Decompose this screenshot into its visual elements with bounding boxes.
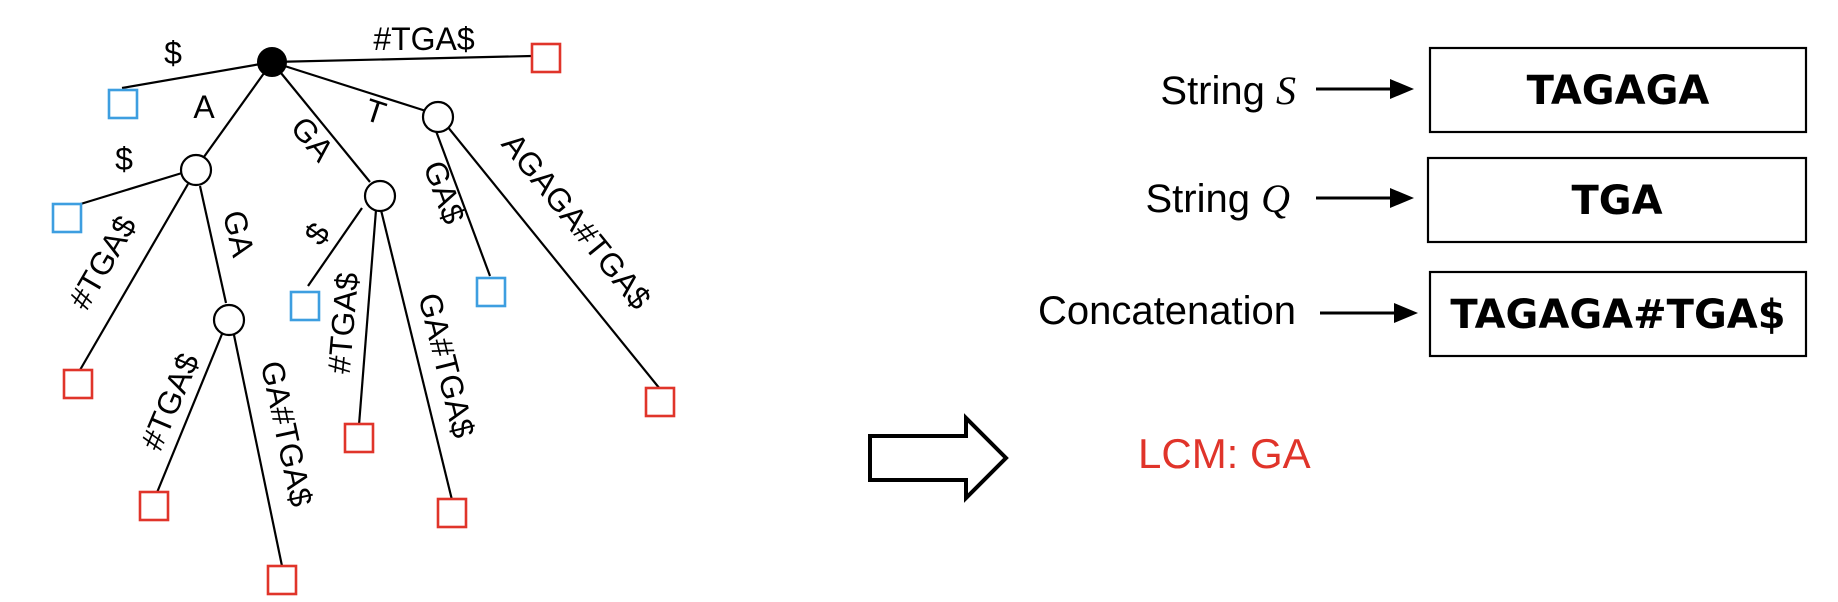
- tree-edges: [73, 54, 661, 567]
- arrow-icon: [1390, 79, 1414, 99]
- edge-label: $: [115, 141, 133, 177]
- edge-root-t: [271, 60, 427, 113]
- leaf-blue: [51, 202, 83, 234]
- edge-a-dollar: [73, 171, 183, 208]
- edge-label: GA: [216, 207, 262, 261]
- concatenation-label: Concatenation: [1038, 289, 1296, 333]
- edge-ga-dollar: [307, 207, 363, 287]
- leaf-red: [266, 564, 298, 596]
- edge-label: GA#TGA$: [411, 289, 482, 441]
- edge-label: GA#TGA$: [254, 358, 320, 510]
- arrow-icon: [1390, 188, 1414, 208]
- edge-root-tga: [271, 54, 533, 64]
- edge-root-ga: [271, 61, 371, 183]
- internal-node-a: [179, 153, 213, 187]
- edge-label: GA: [284, 110, 342, 169]
- edge-a-ga: [198, 185, 228, 304]
- edge-label: A: [193, 89, 215, 125]
- edge-label: $: [297, 216, 337, 251]
- concatenation-box: [1428, 270, 1808, 358]
- string-q-box: [1426, 156, 1808, 244]
- string-s-value: TAGAGA: [1527, 68, 1710, 114]
- string-s-label: String S: [1160, 68, 1296, 113]
- leaf-red: [62, 368, 94, 400]
- edge-label: #TGA$: [373, 21, 475, 57]
- edge-a-tga: [79, 183, 189, 371]
- edge-aga-tga: [154, 333, 224, 496]
- string-q-label: String Q: [1146, 176, 1291, 221]
- leaf-blue: [289, 290, 321, 322]
- edge-ga-tga: [357, 209, 378, 426]
- edge-aga-gatga: [232, 334, 284, 567]
- tree-nodes: [179, 47, 455, 337]
- leaf-blue: [475, 276, 507, 308]
- internal-node-aga: [212, 303, 246, 337]
- leaf-red: [530, 42, 562, 74]
- edge-label: T: [361, 91, 391, 131]
- leaf-red: [644, 386, 676, 418]
- string-panel: String S TAGAGA String Q TGA Concatenati…: [1038, 46, 1808, 358]
- right-arrow-icon: [868, 413, 1009, 503]
- concatenation-value: TAGAGA#TGA$: [1450, 292, 1785, 338]
- edge-ga-gatga: [379, 209, 454, 501]
- string-q-value: TGA: [1571, 178, 1662, 224]
- internal-node-ga: [363, 179, 397, 213]
- edge-label: GA$: [416, 156, 472, 229]
- edge-t-gadollar: [434, 130, 492, 277]
- edge-root-dollar: [121, 60, 273, 90]
- string-s-box: [1428, 46, 1808, 134]
- arrow-icon: [1394, 303, 1418, 323]
- lcm-result: LCM: GA: [1138, 430, 1311, 477]
- edge-t-agaga: [446, 125, 661, 390]
- root-node: [257, 47, 287, 77]
- internal-node-t: [421, 100, 455, 134]
- leaf-red: [436, 497, 468, 529]
- leaf-blue: [107, 88, 139, 120]
- edge-label: $: [164, 35, 182, 71]
- tree-leaves: [51, 42, 676, 596]
- edge-root-a: [195, 61, 273, 169]
- leaf-red: [343, 422, 375, 454]
- leaf-red: [138, 490, 170, 522]
- edge-label: #TGA$: [321, 271, 366, 375]
